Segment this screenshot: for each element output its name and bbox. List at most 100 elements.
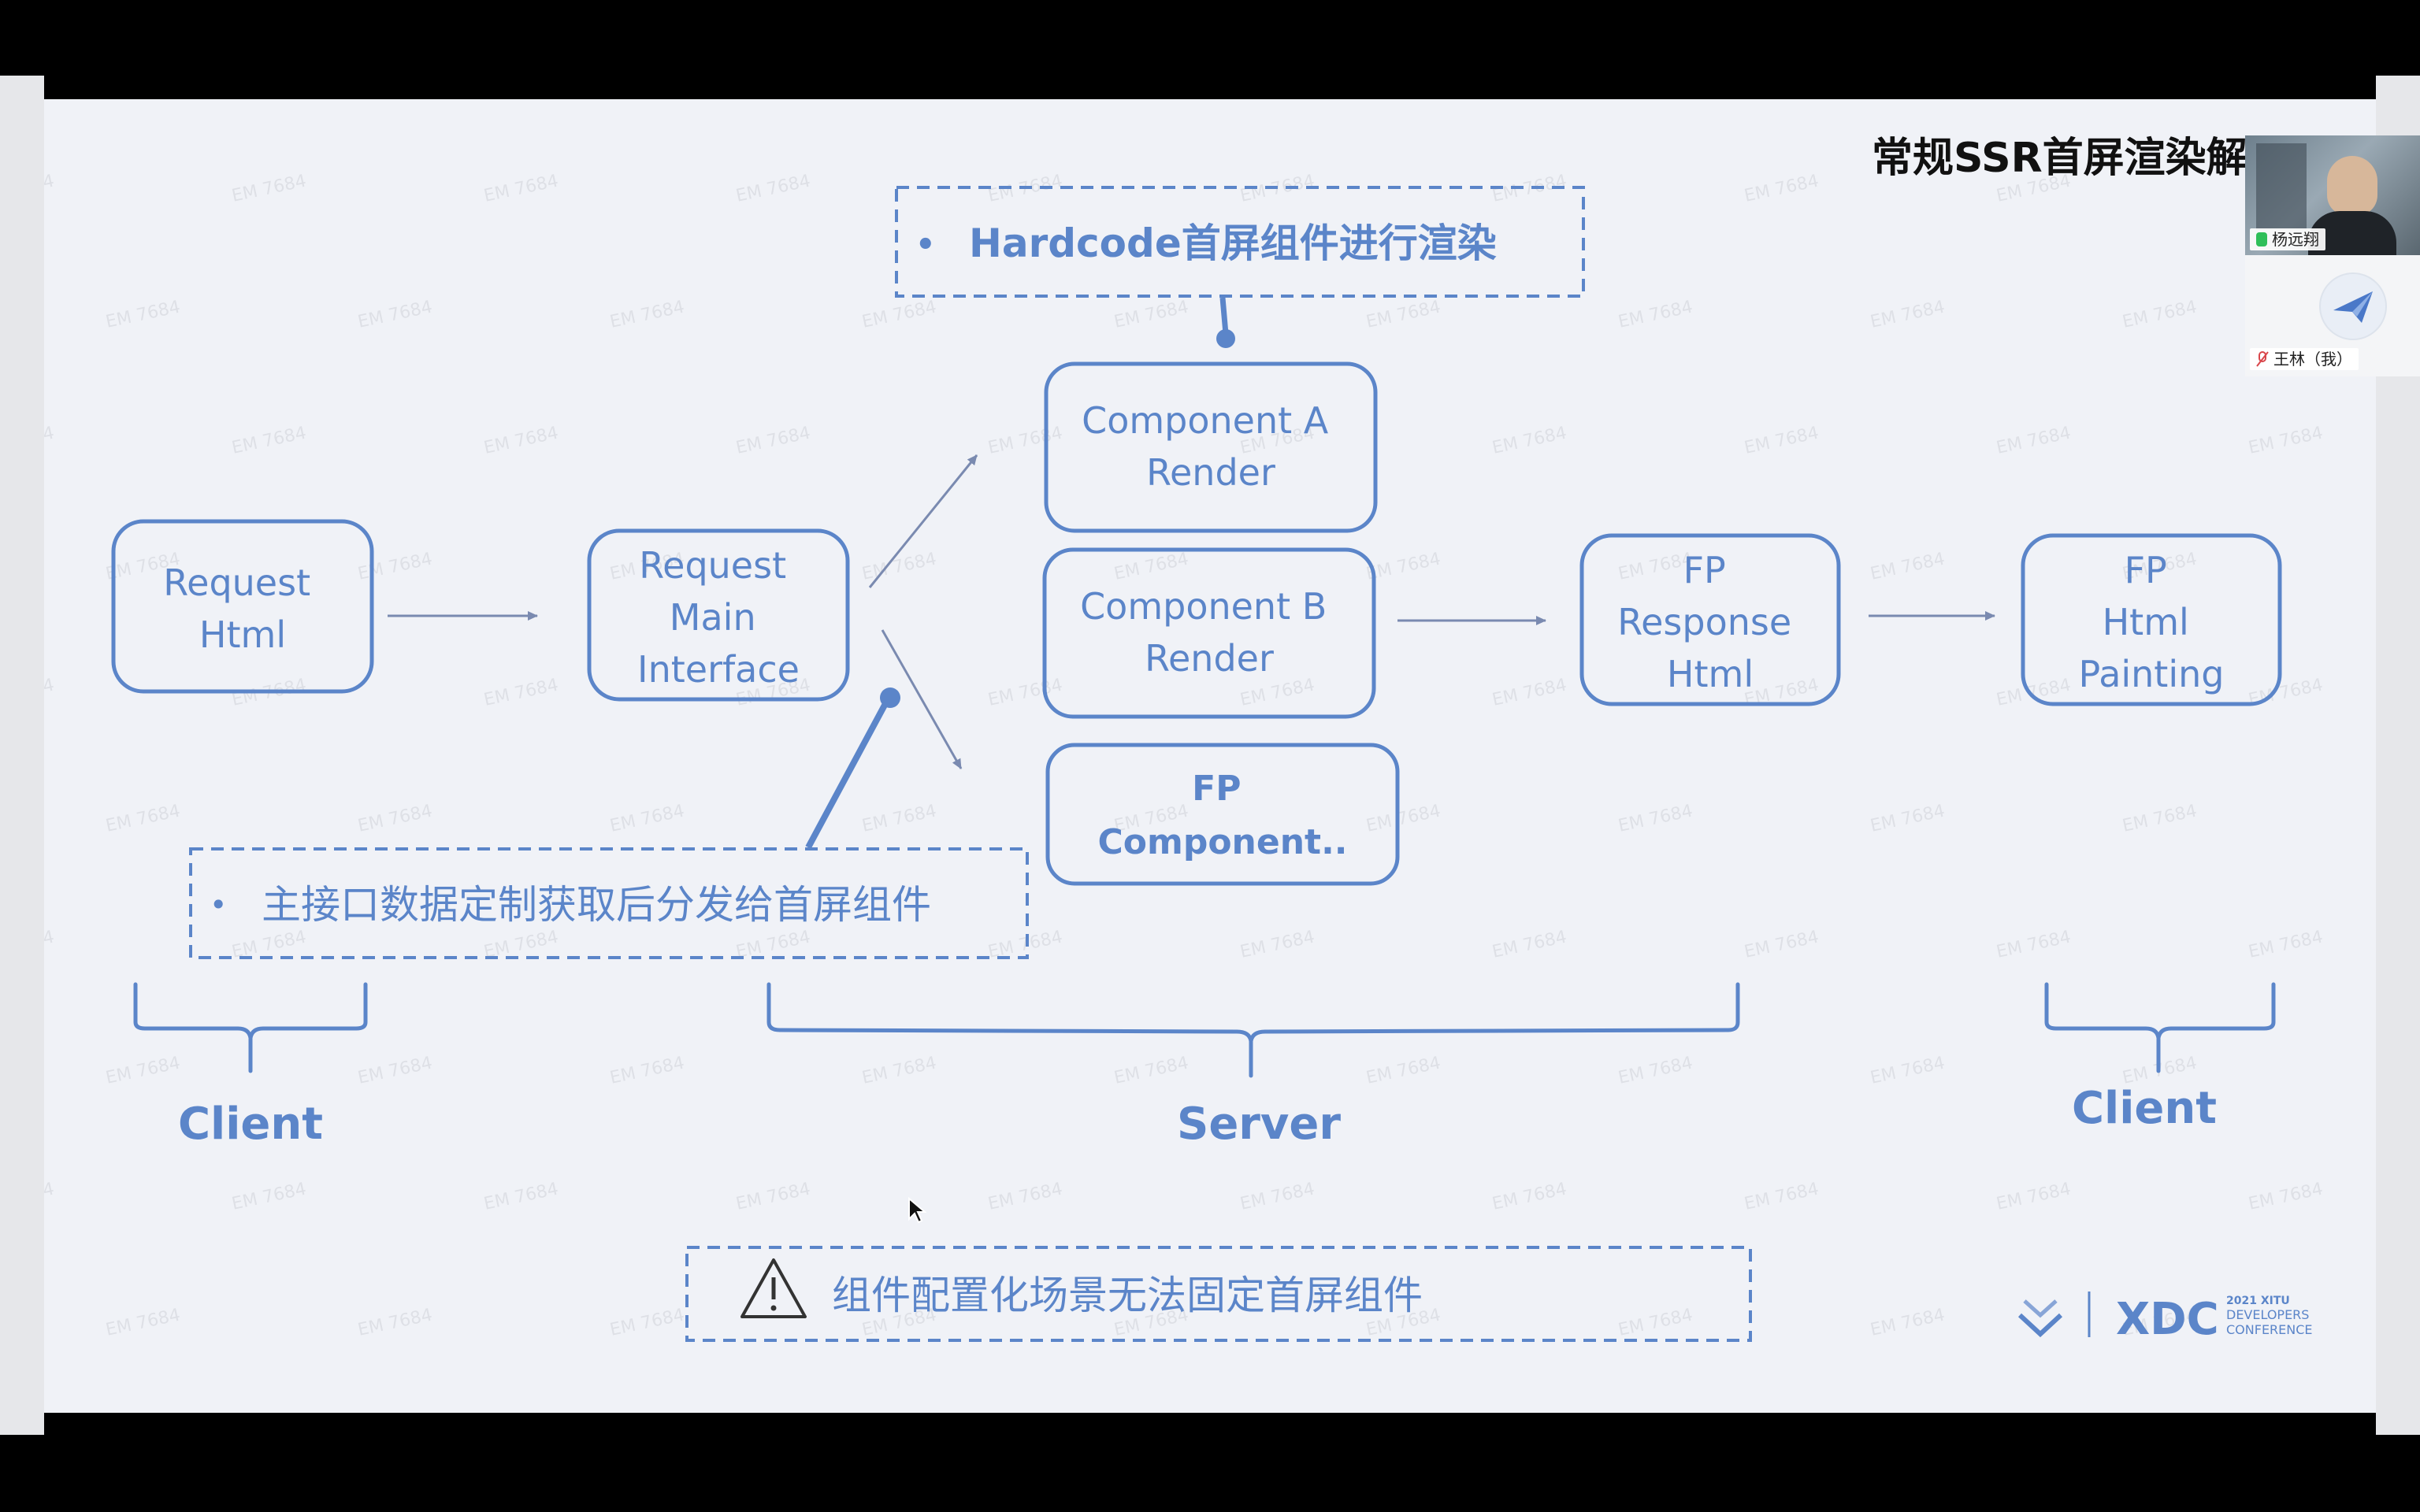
watermark-text: EM 7684	[1743, 927, 1821, 962]
watermark-text: EM 7684	[1364, 297, 1442, 332]
participant-name: 杨远翔	[2272, 230, 2319, 249]
participant-name-tag: 王林（我）	[2250, 348, 2359, 370]
watermark-text: EM 7684	[1869, 297, 1947, 332]
watermark-text: EM 7684	[734, 423, 812, 458]
watermark-text: EM 7684	[482, 675, 560, 710]
box-fp-component	[1045, 743, 1400, 886]
warning-triangle-icon	[740, 1258, 807, 1318]
watermark-text: EM 7684	[2247, 1179, 2325, 1214]
watermark-text: EM 7684	[104, 1305, 182, 1340]
top-note-connector	[1219, 297, 1229, 335]
watermark-text: EM 7684	[1112, 1053, 1190, 1088]
watermark-text: EM 7684	[986, 1179, 1064, 1214]
watermark-text: EM 7684	[1490, 423, 1568, 458]
mic-muted-icon	[2256, 351, 2269, 367]
watermark-text: EM 7684	[1995, 1179, 2073, 1214]
arrow-main-to-component-a	[868, 454, 978, 588]
watermark-text: EM 7684	[608, 801, 686, 836]
watermark-text: EM 7684	[1869, 549, 1947, 584]
presentation-slide: EM 7684 EM 7684 EM 7684 EM 7684 EM 7684 EM 76…	[44, 99, 2376, 1413]
box-component-a-label: Component A Render	[1082, 399, 1340, 494]
slide-diagram: EM 7684 EM 7684 EM 7684 EM 7684 EM 7684 EM 76…	[44, 135, 2325, 1345]
watermark-text: EM 7684	[1995, 927, 2073, 962]
watermark-text: EM 7684	[356, 1053, 434, 1088]
watermark-text: EM 7684	[1995, 423, 2073, 458]
brace-server	[766, 982, 1740, 1078]
watermark-text: EM 7684	[860, 549, 938, 584]
brace-client-right	[2044, 982, 2276, 1073]
box-component-a	[1044, 361, 1378, 533]
watermark-text: EM 7684	[734, 1179, 812, 1214]
watermark-text: EM 7684	[230, 423, 308, 458]
left-note-connector	[805, 696, 892, 849]
watermark-text: EM 7684	[2247, 423, 2325, 458]
watermark-text: EM 7684	[1238, 1179, 1316, 1214]
box-fp-response-html	[1579, 533, 1841, 706]
watermark-text: EM 7684	[2247, 675, 2325, 710]
left-note-bullet: •	[210, 888, 227, 922]
watermark-text: EM 7684	[734, 171, 812, 206]
watermark-text: EM 7684	[986, 423, 1064, 458]
watermark-layer: EM 7684 EM 7684 EM 7684 EM 7684 EM 7684 EM 76…	[44, 171, 2325, 1340]
paper-plane-icon	[2333, 291, 2373, 323]
slide-title: 常规SSR首屏渲染解	[1872, 135, 2247, 182]
label-server: Server	[1177, 1099, 1341, 1150]
watermark-text: EM 7684	[1869, 1053, 1947, 1088]
watermark-text: EM 7684	[860, 1053, 938, 1088]
watermark-text: EM 7684	[44, 927, 56, 962]
watermark-text: EM 7684	[1238, 675, 1316, 710]
watermark-text: EM 7684	[104, 1053, 182, 1088]
watermark-text: EM 7684	[608, 297, 686, 332]
watermark-text: EM 7684	[608, 1305, 686, 1340]
watermark-text: EM 7684	[986, 675, 1064, 710]
watermark-text: EM 7684	[1112, 297, 1190, 332]
left-note-connector-dot	[880, 687, 900, 708]
watermark-text: EM 7684	[230, 1179, 308, 1214]
avatar	[2319, 272, 2387, 340]
xdc-line3: CONFERENCE	[2226, 1322, 2313, 1337]
left-note-box	[189, 847, 1029, 959]
watermark-text: EM 7684	[1616, 297, 1694, 332]
participant-name-tag: 杨远翔	[2250, 228, 2325, 250]
bottom-letterbox	[0, 1413, 2420, 1512]
participant-face	[2327, 156, 2377, 216]
watermark-text: EM 7684	[356, 1305, 434, 1340]
box-fp-html-painting	[2021, 533, 2282, 706]
label-client-left: Client	[178, 1099, 323, 1150]
box-component-b	[1042, 547, 1376, 719]
top-note-bullet: •	[915, 227, 936, 263]
participant-tile-speaker[interactable]: 杨远翔	[2245, 135, 2420, 255]
box-request-main-interface-label: Request Main Interface	[637, 544, 800, 691]
watermark-text: EM 7684	[356, 297, 434, 332]
box-fp-html-painting-label: FP Html Painting	[2079, 549, 2225, 695]
top-note-connector-dot	[1216, 329, 1235, 348]
watermark-text: EM 7684	[608, 1053, 686, 1088]
box-request-main-interface	[587, 528, 850, 702]
top-note-box	[895, 186, 1585, 298]
participant-video-panel: 杨远翔 王林（我）	[2245, 135, 2420, 376]
background-banner	[2256, 143, 2307, 230]
xdc-line2: DEVELOPERS	[2226, 1307, 2309, 1322]
watermark-text: EM 7684	[104, 297, 182, 332]
xdc-line1: 2021 XITU	[2226, 1295, 2290, 1307]
box-request-html-label: Request Html	[163, 561, 321, 656]
left-edge-strip	[0, 76, 44, 1435]
watermark-text: EM 7684	[1743, 1179, 1821, 1214]
xdc-logo: XDC 2021 XITU DEVELOPERS CONFERENCE	[2017, 1292, 2313, 1345]
top-note-text: Hardcode首屏组件进行渲染	[969, 220, 1497, 266]
participant-tile-self[interactable]: 王林（我）	[2245, 255, 2420, 376]
watermark-text: EM 7684	[44, 171, 56, 206]
participant-name: 王林（我）	[2273, 350, 2352, 369]
watermark-text: EM 7684	[1490, 675, 1568, 710]
watermark-text: EM 7684	[1364, 1053, 1442, 1088]
xdc-chevron-icon	[2017, 1313, 2063, 1338]
watermark-text: EM 7684	[1869, 801, 1947, 836]
watermark-text: EM 7684	[1869, 1305, 1947, 1340]
watermark-text: EM 7684	[44, 675, 56, 710]
mic-on-icon	[2256, 232, 2267, 246]
watermark-text: EM 7684	[482, 423, 560, 458]
warning-note-box	[685, 1246, 1752, 1342]
watermark-text: EM 7684	[1364, 549, 1442, 584]
watermark-text: EM 7684	[860, 297, 938, 332]
